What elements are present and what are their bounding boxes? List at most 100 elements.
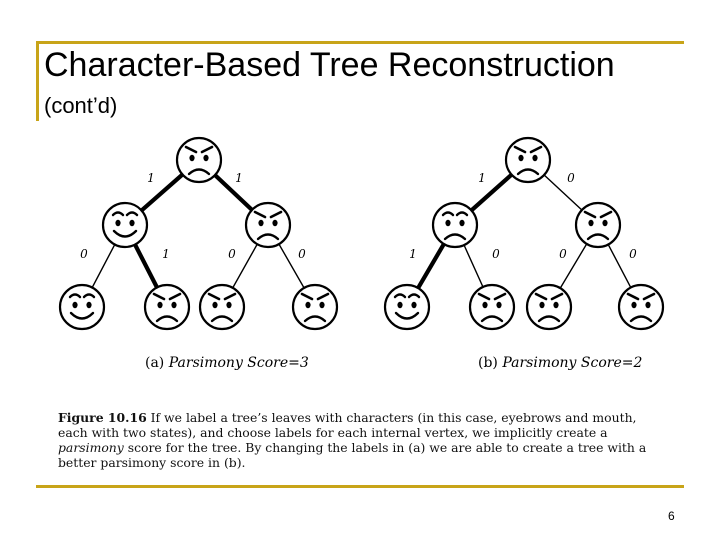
face-right-eye [319, 301, 325, 309]
face-outline [143, 283, 191, 331]
panel-b-leaf-face-3 [525, 283, 573, 331]
face-right-eye [171, 301, 177, 309]
face-mouth [210, 315, 234, 323]
face-mouth [629, 315, 653, 323]
panel-a-leaf-face-1 [58, 283, 106, 331]
panel-a-edge-label-1: 1 [147, 171, 155, 185]
panel-b-edge-label-2: 0 [567, 171, 575, 185]
panel-b-edge-label-6: 0 [629, 247, 637, 261]
face-right-eye [645, 301, 651, 309]
panel-a-edge-label-5: 0 [228, 247, 236, 261]
face-outline [617, 283, 665, 331]
panel-b-edge-label-1: 1 [478, 171, 486, 185]
panel-a-leaf-face-4 [291, 283, 339, 331]
panel-b-leaf-face-2 [468, 283, 516, 331]
panel-a-edge-label-3: 0 [80, 247, 88, 261]
face-right-brow [223, 292, 237, 301]
face-left-brow [477, 292, 491, 301]
slide-title: Character-Based Tree Reconstruction [44, 46, 615, 84]
face-right-brow [125, 211, 139, 217]
footer-rule [36, 485, 684, 488]
panel-a-caption: (a) Parsimony Score=3 [145, 355, 309, 371]
panel-a-edge-label-4: 1 [162, 247, 170, 261]
panel-b-caption-score: Parsimony Score=2 [501, 355, 642, 371]
panel-a-internal-face-1 [101, 201, 149, 249]
face-right-eye [496, 301, 502, 309]
figure-caption-emphasis: parsimony [58, 440, 124, 455]
face-mouth [256, 233, 280, 241]
figure-caption-text-2: score for the tree. By changing the labe… [58, 440, 647, 470]
face-left-eye [588, 219, 594, 227]
face-mouth [394, 311, 420, 320]
face-left-brow [534, 292, 548, 301]
panel-b-leaf-face-4 [617, 283, 665, 331]
face-right-brow [642, 292, 656, 301]
face-left-eye [189, 154, 195, 162]
face-left-eye [539, 301, 545, 309]
face-mouth [69, 311, 95, 320]
face-right-brow [407, 293, 421, 299]
panel-b-root-face [504, 136, 552, 184]
face-left-brow [253, 210, 267, 219]
face-left-eye [305, 301, 311, 309]
face-left-brow [111, 211, 125, 217]
face-left-eye [397, 301, 403, 309]
panel-b-internal-face-1 [431, 201, 479, 249]
face-left-brow [152, 292, 166, 301]
face-right-eye [602, 219, 608, 227]
panel-b-edge-label-3: 1 [409, 247, 417, 261]
panel-a-caption-letter: (a) [145, 355, 169, 371]
panel-b-leaf-face-1 [383, 283, 431, 331]
face-right-brow [316, 292, 330, 301]
face-mouth [155, 315, 179, 323]
face-outline [198, 283, 246, 331]
panel-b-caption: (b) Parsimony Score=2 [478, 355, 642, 371]
face-mouth [586, 233, 610, 241]
face-left-eye [157, 301, 163, 309]
face-left-brow [583, 210, 597, 219]
face-outline [468, 283, 516, 331]
face-left-eye [115, 219, 121, 227]
panel-b-caption-letter: (b) [478, 355, 502, 371]
face-left-eye [212, 301, 218, 309]
face-right-eye [532, 154, 538, 162]
face-right-brow [82, 293, 96, 299]
face-outline [504, 136, 552, 184]
face-outline [383, 283, 431, 331]
face-right-brow [599, 210, 613, 219]
figure-caption-text-1: If we label a tree’s leaves with charact… [58, 410, 637, 440]
figure-caption: Figure 10.16 If we label a tree’s leaves… [58, 410, 658, 470]
panel-a-leaf-face-3 [198, 283, 246, 331]
panel-a-root-face [175, 136, 223, 184]
face-left-brow [513, 145, 527, 154]
face-left-brow [300, 292, 314, 301]
face-mouth [112, 229, 138, 238]
face-right-brow [529, 145, 543, 154]
face-outline [291, 283, 339, 331]
face-mouth [303, 315, 327, 323]
panel-b-internal-face-2 [574, 201, 622, 249]
title-top-rule [36, 41, 684, 44]
panel-b-edge-label-4: 0 [492, 247, 500, 261]
figure-caption-label: Figure 10.16 [58, 410, 147, 425]
face-left-eye [72, 301, 78, 309]
face-right-brow [269, 210, 283, 219]
face-right-eye [86, 301, 92, 309]
face-left-brow [207, 292, 221, 301]
panel-a-edge-label-2: 1 [235, 171, 243, 185]
face-outline [525, 283, 573, 331]
face-left-eye [258, 219, 264, 227]
panel-a-internal-face-2 [244, 201, 292, 249]
face-mouth [443, 233, 467, 241]
face-right-eye [226, 301, 232, 309]
face-mouth [187, 168, 211, 176]
title-left-rule [36, 41, 39, 121]
face-right-brow [200, 145, 214, 154]
face-right-eye [411, 301, 417, 309]
face-right-brow [455, 211, 469, 217]
panel-a-leaf-face-2 [143, 283, 191, 331]
face-right-brow [550, 292, 564, 301]
face-left-brow [393, 293, 407, 299]
face-outline [58, 283, 106, 331]
